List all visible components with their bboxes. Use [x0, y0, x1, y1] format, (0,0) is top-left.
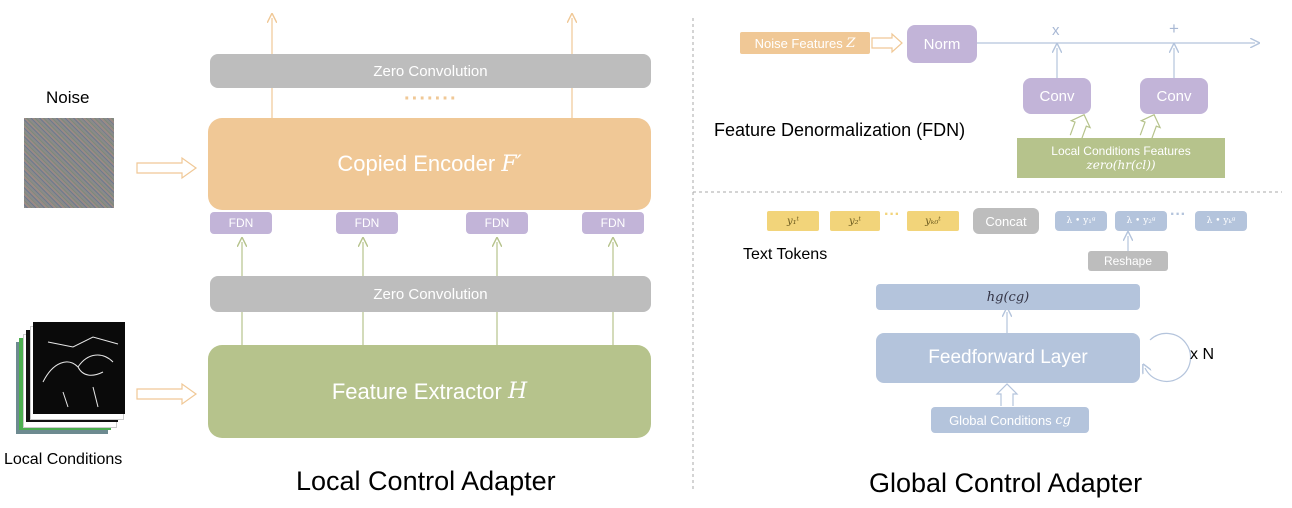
conv-box-2: Conv	[1140, 78, 1208, 114]
repeat-count: x N	[1190, 346, 1214, 363]
zero-convolution-bottom: Zero Convolution	[210, 276, 651, 312]
local-control-adapter-caption: Local Control Adapter	[296, 466, 556, 496]
copied-encoder: Copied Encoder F′	[208, 118, 651, 210]
hg-box: hg(cg)	[876, 284, 1140, 310]
fdn-title: Feature Denormalization (FDN)	[714, 120, 966, 140]
ellipsis-dots: ·······	[404, 88, 458, 110]
scaled-token-2: λ • y₂ᵍ	[1115, 211, 1167, 231]
token-ellipsis: ···	[884, 206, 900, 223]
local-conditions-image	[16, 322, 126, 437]
concat-box: Concat	[973, 208, 1039, 234]
noise-label: Noise	[46, 88, 90, 107]
conv-box-1: Conv	[1023, 78, 1091, 114]
multiply-symbol: x	[1052, 22, 1060, 39]
global-conditions-box: Global Conditions cg	[931, 407, 1089, 433]
scaled-token-ellipsis: ···	[1170, 206, 1186, 223]
scaled-token-1: λ • y₁ᵍ	[1055, 211, 1107, 231]
scaled-token-k: λ • yₖᵍ	[1195, 211, 1247, 231]
noise-image	[24, 118, 114, 208]
local-conditions-label: Local Conditions	[4, 451, 123, 468]
text-token-2: y₂ᵗ	[830, 211, 880, 231]
text-token-1: y₁ᵗ	[767, 211, 819, 231]
fdn-block-4: FDN	[582, 212, 644, 234]
norm-box: Norm	[907, 25, 977, 63]
fdn-block-1: FDN	[210, 212, 272, 234]
plus-symbol: +	[1169, 19, 1179, 38]
fdn-block-2: FDN	[336, 212, 398, 234]
local-conditions-features-box: Local Conditions Features zero(hr(cl))	[1017, 138, 1225, 178]
reshape-box: Reshape	[1088, 251, 1168, 271]
zero-convolution-top: Zero Convolution	[210, 54, 651, 88]
text-tokens-label: Text Tokens	[743, 246, 828, 263]
fdn-block-3: FDN	[466, 212, 528, 234]
text-token-k: yₖ₀ᵗ	[907, 211, 959, 231]
noise-features-box: Noise Features Z	[740, 32, 870, 54]
global-control-adapter-caption: Global Control Adapter	[869, 468, 1143, 498]
feature-extractor: Feature Extractor H	[208, 345, 651, 438]
feedforward-layer: Feedforward Layer	[876, 333, 1140, 383]
